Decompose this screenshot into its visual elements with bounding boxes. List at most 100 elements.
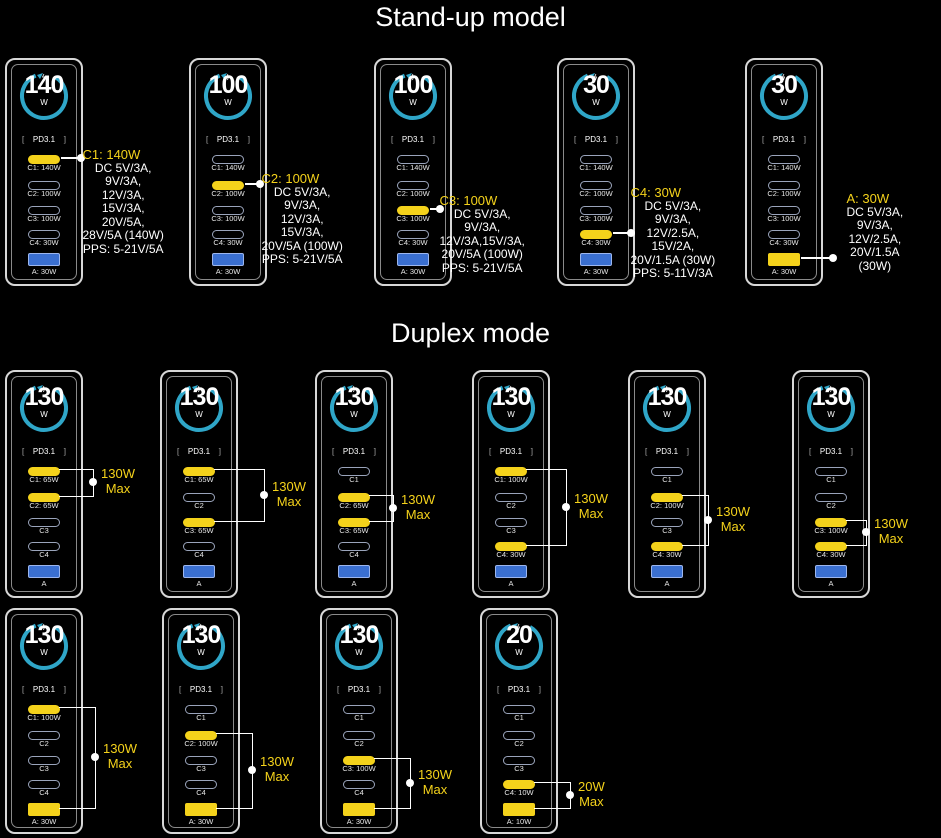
port-label-c3: C3: 100W	[767, 214, 801, 223]
usb-a-port	[651, 565, 683, 578]
power-ring-icon	[175, 620, 227, 672]
bracket-line	[526, 469, 567, 546]
spec-line: 15V/3A,	[101, 201, 145, 215]
wattage-readout: 130	[24, 621, 65, 649]
port-label-a: A	[828, 579, 834, 588]
wattage-unit: W	[780, 98, 788, 107]
usb-c-port-c4	[343, 780, 375, 789]
pd-badge: PD3.1	[22, 447, 66, 456]
max-word: Max	[578, 505, 604, 521]
wattage-unit: W	[663, 410, 671, 419]
pd-badge: PD3.1	[497, 685, 541, 694]
bracket-dot	[389, 503, 397, 512]
port-label-c1: C1	[514, 713, 524, 722]
usb-c-port-c1	[185, 705, 217, 714]
port-label-c1: C1	[196, 713, 206, 722]
charger-inner-outline	[380, 64, 446, 280]
port-label-c3: C3: 65W	[339, 526, 369, 535]
pd-badge: PD3.1	[337, 685, 381, 694]
usb-a-port	[212, 253, 244, 266]
charger-inner-outline	[486, 614, 552, 828]
port-label-a: A: 30W	[31, 817, 57, 826]
port-label-c2: C2: 100W	[579, 189, 613, 198]
bracket-dot	[89, 478, 97, 486]
port-label-a: A: 30W	[215, 267, 241, 276]
port-label-c3: C3: 65W	[184, 526, 214, 535]
usb-c-port-c2	[28, 181, 60, 190]
port-label-c4: C4: 30W	[29, 238, 59, 247]
spec-line: PPS: 5-11V/3A	[632, 266, 713, 280]
wattage-readout: 100	[393, 71, 434, 99]
bracket-dot	[91, 753, 99, 761]
bracket-dot	[248, 766, 256, 774]
usb-c-port-c1	[28, 155, 60, 164]
wattage-unit: W	[195, 410, 203, 419]
port-label-a: A	[41, 579, 47, 588]
port-label-c2: C2: 65W	[339, 501, 369, 510]
spec-heading: C1: 140W	[82, 147, 141, 162]
port-label-c2: C2	[826, 501, 836, 510]
spec-line: DC 5V/3A,	[94, 160, 152, 175]
max-watt: 130W	[103, 741, 137, 756]
pd-badge: PD3.1	[762, 135, 806, 144]
spec-line: PPS: 5-21V/5A	[261, 252, 343, 266]
usb-c-port-c1	[768, 155, 800, 164]
spec-line: PPS: 5-21V/5A	[441, 260, 523, 275]
wattage-unit: W	[507, 410, 515, 419]
max-word: Max	[720, 518, 746, 534]
charger-inner-outline	[11, 376, 77, 592]
usb-c-port-c3	[185, 756, 217, 765]
port-label-c4: C4: 30W	[581, 238, 611, 247]
wattage-unit: W	[409, 98, 417, 107]
power-ring-icon	[641, 382, 693, 434]
usb-c-port-c3	[28, 206, 60, 215]
usb-c-port-c3	[28, 756, 60, 765]
usb-a-port	[580, 253, 612, 266]
usb-c-port-c1	[815, 467, 847, 476]
usb-a-port	[495, 565, 527, 578]
spec-line: 9V/3A,	[284, 198, 321, 212]
charger-inner-outline	[11, 64, 77, 280]
port-label-c3: C3: 100W	[342, 764, 376, 773]
usb-c-port-c2	[580, 181, 612, 190]
port-label-c4: C4: 30W	[398, 238, 428, 247]
callout-dot	[256, 180, 264, 188]
port-label-c3: C3	[39, 526, 49, 535]
port-label-c3: C3	[662, 526, 672, 535]
usb-c-port-c1	[343, 705, 375, 714]
wattage-unit: W	[224, 98, 232, 107]
port-label-c3: C3: 100W	[396, 214, 430, 223]
port-label-c4: C4: 30W	[496, 550, 526, 559]
bracket-dot	[704, 515, 712, 524]
port-label-a: A	[196, 579, 202, 588]
port-label-c1: C1: 140W	[579, 163, 613, 172]
spec-line: 9V/3A,	[654, 212, 691, 226]
power-ring-icon	[333, 620, 385, 672]
port-label-c1: C1: 65W	[184, 475, 214, 484]
max-word: Max	[105, 481, 131, 496]
usb-c-port-c2	[183, 493, 215, 502]
usb-a-port	[503, 803, 535, 816]
bracket-dot	[862, 528, 870, 536]
port-label-c2: C2	[194, 501, 204, 510]
spec-line: 9V/3A,	[105, 174, 142, 188]
power-ring-icon	[173, 382, 225, 434]
port-label-a: A: 10W	[506, 817, 532, 826]
port-label-c1: C1: 140W	[396, 163, 430, 172]
usb-c-port-c3	[343, 756, 375, 765]
power-ring-icon	[805, 382, 857, 434]
port-label-a: A: 30W	[400, 267, 426, 276]
charger-inner-outline	[168, 614, 234, 828]
spec-line: 15V/2A,	[651, 239, 695, 253]
callout-dot	[77, 154, 85, 162]
